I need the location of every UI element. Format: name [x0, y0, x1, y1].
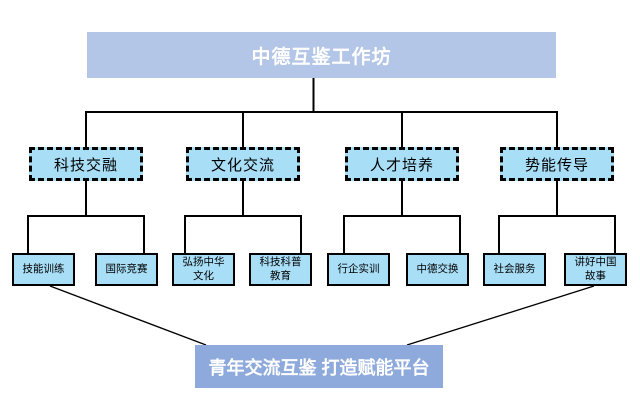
footer-banner: 青年交流互鉴 打造赋能平台 — [195, 345, 443, 388]
leaf-node-tell-china-story: 讲好中国 故事 — [564, 253, 627, 286]
leaf-node-industry-practice: 行企实训 — [327, 253, 390, 286]
leaf-node-community-service: 社会服务 — [483, 253, 546, 286]
branch-node-tech-integration: 科技交融 — [29, 147, 143, 181]
leaf-node-international-competition: 国际竞赛 — [95, 253, 158, 286]
root-node-title: 中德互鉴工作坊 — [87, 32, 556, 78]
branch-node-cultural-exchange: 文化交流 — [186, 147, 300, 181]
leaf-node-promote-chinese-culture: 弘扬中华 文化 — [172, 253, 235, 286]
leaf-node-science-popularization: 科技科普 教育 — [249, 253, 312, 286]
branch-node-talent-cultivation: 人才培养 — [345, 147, 459, 181]
connector-diagonal-left — [49, 285, 207, 346]
leaf-node-skill-training: 技能训练 — [12, 253, 75, 286]
connector-diagonal-right — [406, 285, 595, 346]
branch-node-momentum-transfer: 势能传导 — [500, 147, 614, 181]
leaf-node-sino-german-exchange: 中德交换 — [406, 253, 469, 286]
